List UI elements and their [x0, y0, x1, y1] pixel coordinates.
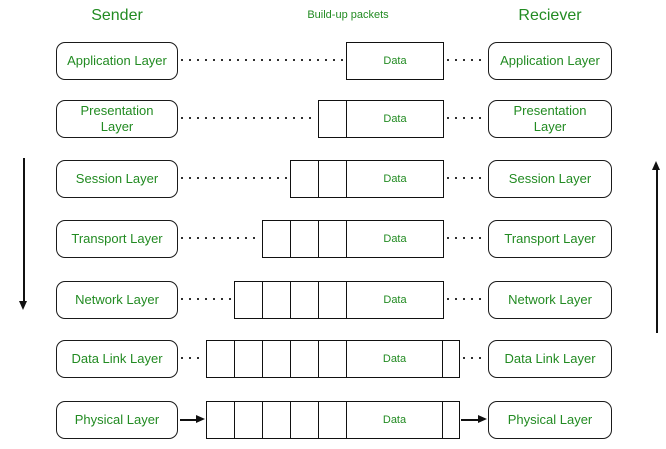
packet-header-cell	[207, 341, 235, 377]
arrowhead-right-icon	[478, 415, 487, 423]
dotted-connector-receiver-data-link-layer	[463, 357, 486, 359]
packet-data-cell: Data	[383, 113, 407, 125]
packet-trailer-cell	[443, 341, 459, 377]
receiver-flow-up-arrow	[652, 161, 661, 333]
packet-header-cell	[319, 402, 347, 438]
packet-header-cell	[319, 282, 347, 318]
packet-header-cell	[319, 341, 347, 377]
packet-header-cell	[263, 341, 291, 377]
packet-data-cell: Data	[383, 294, 407, 306]
packet-header-cell	[263, 221, 291, 257]
sender-layer-box-session-layer: Session Layer	[56, 160, 178, 198]
sender-column-title: Sender	[91, 7, 143, 24]
arrowhead-down-icon	[19, 301, 27, 310]
packet-data-cell: Data	[383, 233, 407, 245]
receiver-layer-box-application-layer: Application Layer	[488, 42, 612, 80]
dotted-connector-sender-data-link-layer	[181, 357, 203, 359]
packet-header-cell	[235, 341, 263, 377]
packet-header-cell	[263, 282, 291, 318]
arrow-line	[22, 158, 25, 302]
packet-box-session-layer: Data	[290, 160, 444, 198]
packet-header-cell	[291, 402, 319, 438]
packet-header-cell	[319, 161, 347, 197]
packet-data-cell: Data	[383, 55, 407, 67]
arrow-line	[461, 418, 479, 421]
arrow-line	[180, 418, 197, 421]
sender-layer-box-transport-layer: Transport Layer	[56, 220, 178, 258]
packet-header-cell	[207, 402, 235, 438]
packet-box-network-layer: Data	[234, 281, 444, 319]
sender-to-packet-arrow	[180, 415, 205, 424]
packet-box-presentation-layer: Data	[318, 100, 444, 138]
receiver-layer-box-physical-layer: Physical Layer	[488, 401, 612, 439]
packet-header-cell	[319, 221, 347, 257]
receiver-layer-box-network-layer: Network Layer	[488, 281, 612, 319]
dotted-connector-receiver-network-layer	[447, 298, 486, 300]
packet-box-physical-layer: Data	[206, 401, 460, 439]
receiver-layer-box-data-link-layer: Data Link Layer	[488, 340, 612, 378]
sender-layer-box-presentation-layer: Presentation Layer	[56, 100, 178, 138]
packet-box-application-layer: Data	[346, 42, 444, 80]
dotted-connector-receiver-presentation-layer	[447, 117, 486, 119]
packet-header-cell	[235, 282, 263, 318]
packet-header-cell	[235, 402, 263, 438]
packet-to-receiver-arrow	[461, 415, 487, 424]
dotted-connector-sender-presentation-layer	[181, 117, 315, 119]
packet-box-data-link-layer: Data	[206, 340, 460, 378]
arrowhead-right-icon	[196, 415, 205, 423]
sender-flow-down-arrow	[19, 158, 28, 310]
dotted-connector-sender-network-layer	[181, 298, 231, 300]
sender-layer-box-network-layer: Network Layer	[56, 281, 178, 319]
sender-layer-box-application-layer: Application Layer	[56, 42, 178, 80]
receiver-layer-box-presentation-layer: Presentation Layer	[488, 100, 612, 138]
packet-data-cell: Data	[383, 173, 407, 185]
packet-data-cell: Data	[347, 402, 443, 438]
packet-box-transport-layer: Data	[262, 220, 444, 258]
dotted-connector-sender-session-layer	[181, 177, 287, 179]
receiver-layer-box-session-layer: Session Layer	[488, 160, 612, 198]
dotted-connector-sender-transport-layer	[181, 237, 259, 239]
packet-data-cell: Data	[347, 341, 443, 377]
sender-layer-box-physical-layer: Physical Layer	[56, 401, 178, 439]
arrow-line	[655, 169, 658, 333]
packet-header-cell	[291, 221, 319, 257]
sender-layer-box-data-link-layer: Data Link Layer	[56, 340, 178, 378]
build-up-packets-title: Build-up packets	[307, 9, 389, 21]
dotted-connector-receiver-application-layer	[447, 59, 486, 61]
packet-header-cell	[291, 161, 319, 197]
arrowhead-up-icon	[652, 161, 660, 170]
packet-header-cell	[319, 101, 347, 137]
packet-header-cell	[263, 402, 291, 438]
packet-header-cell	[291, 341, 319, 377]
receiver-layer-box-transport-layer: Transport Layer	[488, 220, 612, 258]
packet-header-cell	[291, 282, 319, 318]
dotted-connector-receiver-transport-layer	[447, 237, 486, 239]
dotted-connector-receiver-session-layer	[447, 177, 486, 179]
dotted-connector-sender-application-layer	[181, 59, 343, 61]
receiver-column-title: Reciever	[518, 7, 582, 24]
packet-trailer-cell	[443, 402, 459, 438]
